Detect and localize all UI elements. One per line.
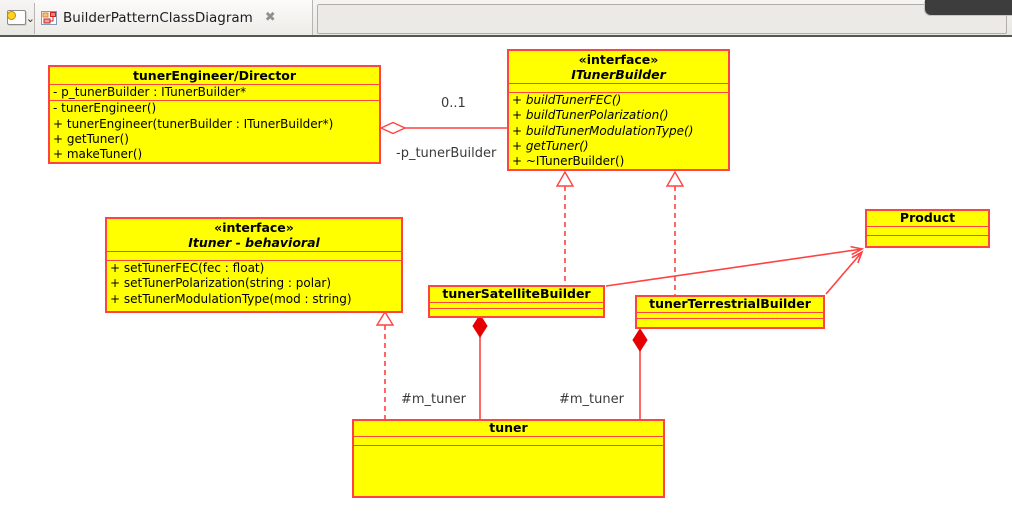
methods-compartment (637, 318, 823, 327)
methods-compartment: - tunerEngineer()+ tunerEngineer(tunerBu… (50, 100, 379, 162)
class-title: Product (867, 211, 988, 226)
member-line: + setTunerPolarization(string : polar) (110, 276, 332, 291)
class-title: tuner (354, 421, 663, 436)
attributes-compartment (430, 302, 603, 308)
class-tunerterrestrialbuilder[interactable]: tunerTerrestrialBuilder (635, 295, 825, 329)
member-line: + ~ITunerBuilder() (512, 154, 625, 169)
new-file-dot-icon (7, 11, 16, 20)
empty-tab-area (317, 4, 1007, 34)
role-label-p-tunerbuilder: -p_tunerBuilder (396, 146, 497, 161)
member-line: + tunerEngineer(tunerBuilder : ITunerBui… (53, 116, 334, 131)
chevron-down-icon[interactable]: ⌄ (25, 12, 35, 25)
class-name: tunerEngineer/Director (132, 68, 297, 83)
member-line: + getTuner() (512, 138, 589, 153)
member-line: + getTuner() (53, 131, 129, 146)
member-line: + setTunerModulationType(mod : string) (110, 291, 352, 306)
interface-ituner-behavioral[interactable]: «interface» Ituner - behavioral + setTun… (105, 217, 403, 313)
class-title: «interface» ITunerBuilder (509, 51, 728, 83)
class-tunerengineer-director[interactable]: tunerEngineer/Director - p_tunerBuilder … (48, 65, 381, 164)
multiplicity-label: 0..1 (441, 96, 466, 111)
class-diagram-icon (41, 10, 57, 26)
member-line: - tunerEngineer() (53, 101, 157, 116)
stereotype-label: «interface» (214, 220, 294, 235)
attributes-compartment (354, 436, 663, 445)
editor-tab-bar: ⌄ BuilderPatternClassDiagram ✖ (0, 0, 1012, 37)
class-title: tunerSatelliteBuilder (430, 287, 603, 302)
class-tunersatellitebuilder[interactable]: tunerSatelliteBuilder (428, 285, 605, 318)
attributes-compartment (637, 312, 823, 318)
class-name: tuner (489, 420, 528, 435)
class-title: «interface» Ituner - behavioral (107, 219, 401, 251)
new-file-page-icon (7, 10, 26, 25)
member-line: + buildTunerModulationType() (512, 123, 694, 138)
class-title: tunerEngineer/Director (50, 67, 379, 84)
role-label-m-tuner-left: #m_tuner (401, 392, 466, 407)
methods-compartment: + buildTunerFEC()+ buildTunerPolarizatio… (509, 92, 728, 169)
interface-itunerbuilder[interactable]: «interface» ITunerBuilder + buildTunerFE… (507, 49, 730, 171)
member-line: + buildTunerFEC() (512, 93, 622, 107)
class-name: tunerTerrestrialBuilder (649, 296, 811, 311)
methods-compartment (867, 235, 988, 246)
member-line: - p_tunerBuilder : ITunerBuilder* (53, 85, 247, 99)
member-line: + buildTunerPolarization() (512, 108, 669, 123)
tab-builder-pattern-class-diagram[interactable]: BuilderPatternClassDiagram ✖ (35, 0, 313, 35)
class-name: tunerSatelliteBuilder (442, 286, 591, 301)
new-diagram-icon[interactable]: ⌄ (5, 7, 35, 29)
class-name: ITunerBuilder (571, 67, 666, 82)
class-title: tunerTerrestrialBuilder (637, 297, 823, 312)
tab-close-icon[interactable]: ✖ (264, 10, 276, 25)
overlay-panel (925, 0, 1012, 15)
stereotype-label: «interface» (578, 52, 659, 67)
methods-compartment (430, 308, 603, 316)
class-name: Product (899, 210, 956, 225)
member-line: + setTunerFEC(fec : float) (110, 261, 265, 275)
methods-compartment: + setTunerFEC(fec : float)+ setTunerPola… (107, 260, 401, 311)
tab-label: BuilderPatternClassDiagram (63, 9, 253, 26)
attributes-compartment (867, 226, 988, 235)
class-product[interactable]: Product (865, 209, 990, 248)
methods-compartment (354, 445, 663, 496)
role-label-m-tuner-right: #m_tuner (559, 392, 624, 407)
class-name: Ituner - behavioral (188, 235, 320, 250)
class-tuner[interactable]: tuner (352, 419, 665, 498)
attributes-compartment (509, 83, 728, 92)
attributes-compartment: - p_tunerBuilder : ITunerBuilder* (50, 84, 379, 100)
member-line: + makeTuner() (53, 147, 143, 162)
tab-separator (34, 3, 35, 34)
attributes-compartment (107, 251, 401, 260)
